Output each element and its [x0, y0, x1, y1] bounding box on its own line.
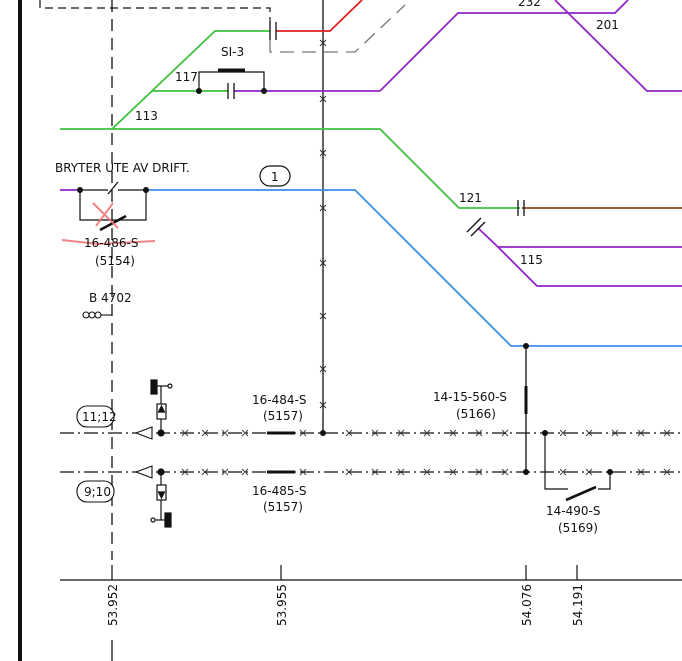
arrow-1112	[134, 426, 153, 440]
label-switch-560: 14-15-560-S	[433, 390, 507, 404]
label-switch-490: 14-490-S	[546, 504, 600, 518]
label-117: 117	[175, 70, 198, 84]
label-switch-485-num: (5157)	[263, 500, 303, 514]
label-signal-b4702: B 4702	[89, 291, 132, 305]
vertical-cross-marks	[319, 39, 327, 409]
track-910-badge	[76, 480, 115, 503]
pink-cross-annotation	[61, 202, 156, 246]
label-si3: SI-3	[221, 45, 244, 59]
km-label-53955: 53.955	[275, 584, 289, 626]
node-526-top	[523, 343, 529, 349]
label-232: 232	[518, 0, 541, 9]
switch-486-node-left	[77, 187, 83, 193]
blue-track	[146, 189, 682, 347]
signal-b4702	[82, 311, 112, 319]
label-switch-484-num: (5157)	[263, 409, 303, 423]
label-bryter: BRYTER UTE AV DRIFT.	[55, 161, 190, 175]
switch-490-bracket	[544, 433, 568, 490]
label-track-910: 9;10	[84, 485, 111, 499]
switch-486-node-right	[143, 187, 149, 193]
disconnector-lower	[150, 468, 172, 528]
km-label-54076: 54.076	[520, 584, 534, 626]
label-track-1112: 11;12	[82, 410, 117, 424]
green-track-main	[60, 128, 515, 209]
label-115: 115	[520, 253, 543, 267]
purple-track-115-branch	[497, 246, 682, 287]
disconnector-upper	[150, 379, 173, 437]
switch-486-open-contact	[107, 181, 119, 195]
node-323-track	[320, 430, 326, 436]
label-switch-486: 16-486-S	[84, 236, 138, 250]
si3-bracket	[198, 71, 265, 91]
label-switch-486-num: (5154)	[95, 254, 135, 268]
node-526-bottom	[523, 469, 529, 475]
red-track	[276, 0, 363, 32]
label-switch-490-num: (5169)	[558, 521, 598, 535]
km-label-54191: 54.191	[571, 584, 585, 626]
label-121: 121	[459, 191, 482, 205]
dashed-connector-top	[39, 0, 271, 22]
isolation-joint-117	[227, 83, 235, 99]
label-track-1: 1	[271, 170, 279, 184]
label-201: 201	[596, 18, 619, 32]
switch-490-right	[598, 472, 611, 490]
isolation-joint-121	[517, 200, 525, 216]
label-113: 113	[135, 109, 158, 123]
isolation-joint-top	[269, 22, 277, 40]
track-1112-badge	[76, 405, 115, 428]
green-track-upper	[111, 30, 270, 130]
purple-track-115	[477, 227, 682, 248]
purple-track-upper	[379, 0, 629, 92]
arrow-910	[134, 465, 153, 479]
track-1-badge	[259, 165, 291, 187]
km-label-53952: 53.952	[106, 584, 120, 626]
label-switch-560-num: (5166)	[456, 407, 496, 421]
switch-490-blade	[565, 485, 597, 502]
isolation-joint-diagonal	[466, 217, 486, 237]
si3-node-right	[261, 88, 267, 94]
dashed-connector-right	[269, 4, 406, 53]
si3-node-left	[196, 88, 202, 94]
label-switch-485: 16-485-S	[252, 484, 306, 498]
track-cross-marks	[181, 429, 671, 476]
label-switch-484: 16-484-S	[252, 393, 306, 407]
switch-486-bracket	[79, 190, 147, 221]
purple-track-201	[554, 0, 682, 92]
